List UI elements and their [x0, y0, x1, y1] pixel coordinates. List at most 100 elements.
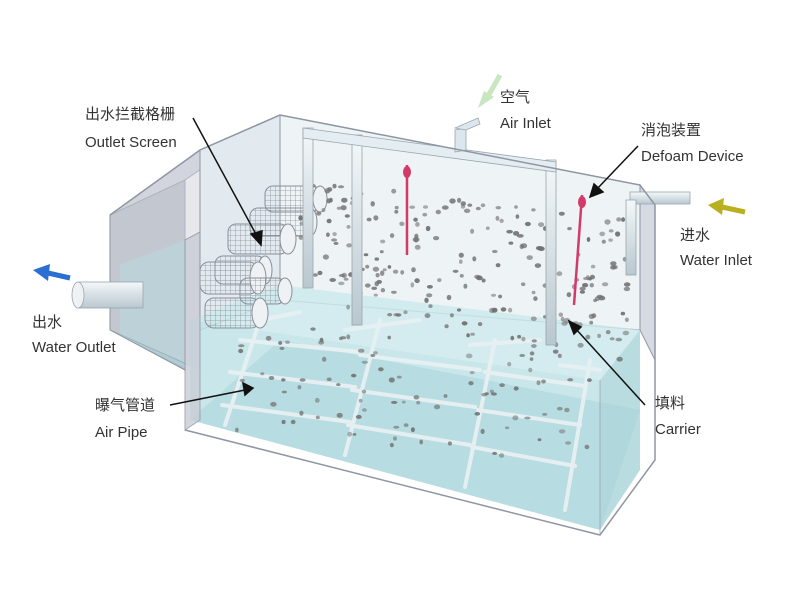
tank-front-wall: [184, 231, 201, 431]
carrier-particle: [529, 351, 535, 356]
carrier-particle: [491, 307, 498, 313]
water-inlet-label-zh: 进水: [680, 227, 710, 244]
air-pipe-label-zh: 曝气管道: [95, 397, 155, 414]
carrier-particle: [414, 278, 420, 284]
carrier-particle: [326, 218, 332, 224]
carrier-particle: [332, 183, 337, 189]
label-defoam-device: 消泡装置 Defoam Device: [641, 122, 744, 165]
carrier-particle: [362, 408, 367, 412]
carrier-particle: [278, 341, 283, 345]
air-inlet-label-zh: 空气: [500, 89, 530, 106]
carrier-particle: [399, 221, 405, 226]
carrier-particle: [346, 334, 351, 340]
carrier-particle: [372, 266, 380, 272]
carrier-particle: [558, 211, 565, 216]
water-outlet-pipe: [71, 281, 144, 309]
carrier-particle: [336, 412, 343, 418]
carrier-particle: [597, 333, 601, 338]
carrier-particle: [538, 222, 545, 228]
tank-right-wall: [639, 183, 656, 361]
carrier-particle: [467, 203, 473, 207]
carrier-particle: [341, 197, 348, 203]
carrier-particle: [506, 229, 513, 234]
carrier-particle: [401, 400, 406, 404]
carrier-particle: [299, 378, 306, 382]
carrier-particle: [481, 278, 486, 283]
carrier-particle: [297, 385, 302, 390]
carrier-particle: [461, 321, 468, 326]
carrier-particle: [620, 311, 626, 316]
carrier-particle: [586, 237, 591, 242]
carrier-particle: [499, 383, 505, 387]
carrier-particle: [410, 282, 415, 288]
carrier-particle: [541, 379, 546, 384]
carrier-particle: [621, 217, 626, 222]
carrier-particle: [567, 227, 572, 231]
air-inlet-label-en: Air Inlet: [500, 115, 552, 132]
carrier-particle: [480, 428, 485, 434]
carrier-particle: [590, 264, 596, 269]
carrier-particle: [609, 337, 615, 341]
carrier-particle: [449, 198, 456, 204]
carrier-particle: [391, 290, 397, 294]
carrier-particle: [458, 252, 464, 258]
carrier-particle: [623, 282, 631, 287]
carrier-particle: [347, 431, 353, 437]
carrier-particle: [413, 395, 420, 400]
carrier-particle: [380, 239, 386, 244]
carrier-particle: [475, 206, 481, 211]
carrier-particle: [542, 413, 548, 416]
carrier-particle: [516, 234, 524, 238]
carrier-particle: [604, 219, 611, 225]
carrier-particle: [443, 394, 448, 398]
carrier-particle: [434, 404, 441, 410]
carrier-particle: [508, 241, 514, 245]
carrier-particle: [534, 263, 542, 268]
carrier-particle: [373, 351, 378, 355]
carrier-particle: [515, 214, 520, 219]
carrier-particle: [444, 324, 449, 329]
water-inlet-arrow: [708, 198, 746, 215]
carrier-particle: [579, 290, 586, 294]
carrier-particle: [290, 419, 296, 425]
carrier-particle: [393, 436, 397, 441]
carrier-particle: [466, 333, 470, 338]
carrier-particle: [492, 249, 498, 254]
carrier-particle: [393, 425, 400, 429]
carrier-particle: [380, 288, 386, 293]
carrier-particle: [346, 304, 350, 310]
carrier-particle: [584, 444, 590, 450]
carrier-particle: [470, 228, 475, 234]
carrier-particle: [463, 208, 471, 213]
carrier-particle: [425, 225, 431, 232]
carrier-particle: [373, 293, 378, 297]
carrier-particle: [474, 412, 481, 416]
carrier-particle: [513, 231, 520, 236]
carrier-particle: [564, 407, 570, 413]
carrier-particle: [579, 286, 586, 291]
carrier-particle: [485, 226, 490, 230]
carrier-particle: [422, 212, 428, 217]
carrier-particle: [394, 205, 399, 210]
carrier-particle: [370, 354, 376, 357]
carrier-particle: [370, 201, 375, 207]
carrier-particle: [324, 187, 331, 194]
carrier-particle: [414, 244, 421, 250]
carrier-particle: [457, 197, 462, 203]
carrier-particle: [495, 263, 501, 268]
carrier-particle: [424, 313, 431, 319]
carrier-particle: [599, 231, 606, 237]
carrier-particle: [260, 372, 265, 376]
leader-lines: [169, 117, 646, 406]
carrier-particle: [556, 406, 563, 411]
carrier-particle: [411, 267, 416, 273]
carrier-particle: [447, 441, 452, 446]
carrier-particle: [589, 283, 594, 288]
carrier-particle: [416, 400, 421, 405]
carrier-particle: [463, 283, 468, 289]
carrier-particle: [321, 207, 326, 213]
water-outlet-label-zh: 出水: [32, 314, 62, 331]
screen-cylinder: [204, 297, 269, 329]
carrier-particle: [469, 371, 475, 375]
carrier-particle: [379, 250, 384, 254]
